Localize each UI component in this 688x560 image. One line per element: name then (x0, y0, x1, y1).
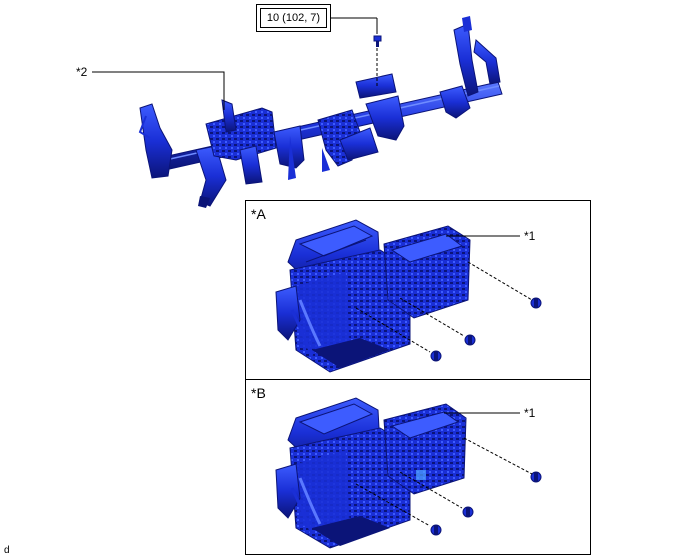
screw-icon (462, 506, 474, 518)
callout-part-1-a: *1 (524, 229, 536, 243)
callout-part-1-b: *1 (524, 406, 536, 420)
screw-icon (464, 334, 476, 346)
callout-leader-2 (92, 71, 225, 110)
screw-icon (530, 297, 542, 309)
ac-unit-b (275, 397, 467, 549)
screw-icon (530, 471, 542, 483)
torque-spec-value: 10 (102, 7) (260, 8, 327, 28)
panel-b-title: *B (251, 385, 266, 401)
panel-b: *B (245, 379, 591, 555)
ac-unit-a (275, 219, 471, 373)
screw-icon (430, 524, 442, 536)
panel-a: *A (245, 200, 591, 380)
bolt-icon (373, 35, 382, 47)
figure-code: d (4, 545, 10, 556)
torque-spec-box: 10 (102, 7) (256, 4, 331, 32)
panel-a-title: *A (251, 206, 266, 222)
callout-part-2: *2 (76, 65, 88, 79)
instrument-panel-reinforcement (138, 16, 503, 208)
screw-icon (430, 350, 442, 362)
